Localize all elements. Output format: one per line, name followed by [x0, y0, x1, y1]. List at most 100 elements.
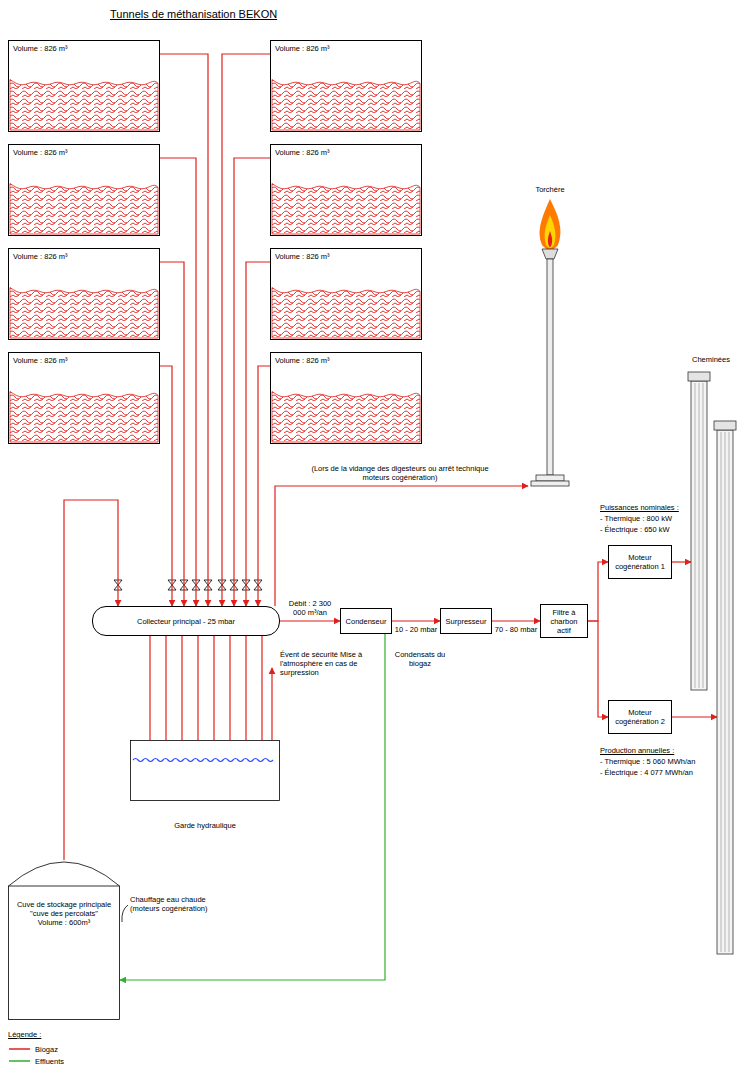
annotation: Puissances nominales : [600, 503, 679, 512]
annotation: Chauffage eau chaude (moteurs cogénérati… [130, 895, 230, 913]
biogas-pipe [160, 262, 184, 606]
chimney-stack: Cheminées [684, 355, 738, 955]
flame [540, 199, 561, 250]
biogas-pipe [245, 636, 246, 740]
biogas-pipe [261, 636, 262, 740]
annotation: - Thermique : 5 060 MWh/an [600, 757, 695, 766]
biogas-pipe [213, 636, 214, 740]
annotation: Légende : [8, 1030, 41, 1039]
digester-tunnel-art [271, 249, 421, 339]
biogas-pipe [392, 620, 440, 621]
node-text: Volume : 826 m³ [275, 148, 330, 157]
effluent-pipe [120, 634, 385, 980]
node-text: Cheminées [692, 355, 730, 364]
node-text: Volume : 826 m³ [13, 44, 68, 53]
chimney-body [691, 381, 707, 690]
edge-label: 70 - 80 mbar [493, 625, 539, 634]
storage-tank: Cuve de stockage principale"cuve des per… [8, 860, 120, 1020]
chimney-line [699, 383, 700, 688]
node-text: Moteur cogénération 1 [612, 553, 668, 571]
annotation: - Électrique : 650 kW [600, 525, 670, 534]
chimney [714, 421, 736, 954]
biogas-pipe [181, 636, 182, 740]
node-text: "cuve des percolats" [30, 909, 98, 918]
node-text: Filtre à charbon actif [544, 608, 584, 635]
digester-tunnel-art [9, 353, 159, 443]
biogas-pipe [275, 486, 528, 606]
flare-base [531, 481, 569, 486]
node-text: Moteur cogénération 2 [612, 708, 668, 726]
biogas-pipe [165, 636, 166, 740]
node-text: Torchère [535, 185, 564, 194]
legend-line [9, 1060, 30, 1062]
digester-tunnel: Volume : 826 m³ [8, 144, 160, 236]
biogas-pipe [258, 366, 270, 606]
chimney-line [725, 432, 726, 952]
legend-row: Biogaz [8, 1043, 64, 1055]
chimney-cap [714, 421, 736, 430]
node-text: Volume : 826 m³ [275, 252, 330, 261]
flame [548, 231, 552, 247]
vent-arrow [271, 668, 272, 740]
annotation: Évent de sécurité Mise à l'atmosphère en… [280, 650, 372, 677]
digester-tunnel: Volume : 826 m³ [270, 352, 422, 444]
process-box: Moteur cogénération 1 [608, 545, 672, 579]
node-text: Cuve de stockage principale [17, 900, 111, 909]
biogas-pipe [246, 262, 270, 606]
digestate-pile [272, 392, 420, 443]
node-text: Garde hydraulique [174, 821, 236, 830]
legend: BiogazEffluents [8, 1043, 64, 1067]
digestate-pile [10, 288, 158, 339]
node-text: Volume : 826 m³ [13, 356, 68, 365]
digester-tunnel: Volume : 826 m³ [8, 248, 160, 340]
node-text: Volume : 826 m³ [13, 252, 68, 261]
biogas-pipe [222, 54, 270, 606]
seal-tank [131, 741, 280, 801]
annotation: Production annuelles : [600, 746, 674, 755]
digestate-pile [10, 392, 158, 443]
process-box: Surpresseur [440, 608, 492, 634]
edge-label: Condensats du biogaz [390, 650, 450, 668]
chimney-line [703, 383, 704, 688]
chimney-line [721, 432, 722, 952]
legend-swatch [8, 1045, 32, 1053]
node-text: Volume : 826 m³ [275, 44, 330, 53]
node-text: Collecteur principal - 25 mbar [137, 617, 235, 626]
digestate-pile [10, 184, 158, 235]
digestate-pile [272, 80, 420, 131]
biogas-pipe [280, 620, 340, 621]
water-seal: Garde hydraulique [130, 740, 280, 832]
biogas-pipe [160, 54, 208, 606]
flare-tip [542, 249, 558, 259]
chimney-cap [688, 372, 710, 381]
node-text: Volume : 826 m³ [13, 148, 68, 157]
legend-swatch [8, 1057, 32, 1065]
annotation: - Thermique : 800 kW [600, 514, 672, 523]
chimney [688, 372, 710, 690]
diagram-title: Tunnels de méthanisation BEKON [110, 8, 277, 20]
biogas-pipe [197, 636, 198, 740]
edge-label: 10 - 20 mbar [393, 625, 439, 634]
node-text: Volume : 826 m³ [275, 356, 330, 365]
digester-tunnel: Volume : 826 m³ [270, 144, 422, 236]
digester-tunnel-art [9, 249, 159, 339]
biogas-pipe [588, 562, 608, 621]
digester-tunnel-art [271, 145, 421, 235]
digester-tunnel: Volume : 826 m³ [270, 248, 422, 340]
tank-dome [9, 862, 120, 886]
legend-text: Biogaz [35, 1045, 58, 1054]
flare-stack: Torchère [528, 185, 572, 492]
edge-label: (Lors de la vidange des digesteurs ou ar… [300, 464, 500, 482]
edge-label: Débit : 2 300 000 m³/an [282, 599, 338, 617]
chimney-line [695, 383, 696, 688]
chimney-stack-art [684, 355, 738, 955]
legend-line [9, 1048, 30, 1050]
chimney-line [729, 432, 730, 952]
biogas-pipe [672, 561, 691, 562]
flare-stack-art [528, 185, 572, 492]
digester-tunnel: Volume : 826 m³ [8, 40, 160, 132]
valve-symbols [114, 580, 262, 590]
legend-row: Effluents [8, 1055, 64, 1067]
water-seal-art [130, 740, 280, 832]
chimney-body [717, 430, 733, 954]
